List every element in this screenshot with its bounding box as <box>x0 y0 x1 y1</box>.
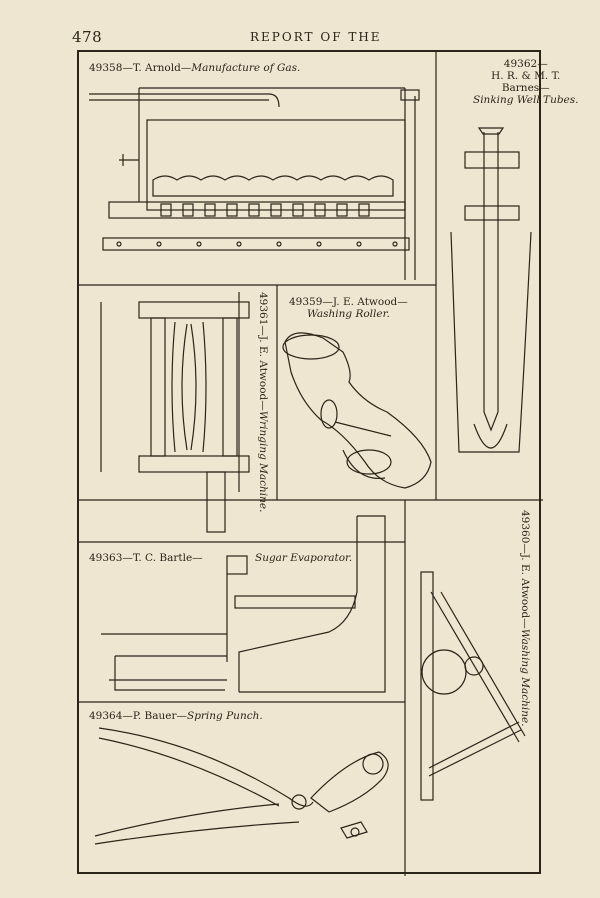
wringer-drawing <box>100 292 250 533</box>
figure-caption-49360: 49360—J. E. Atwood—Washing Machine. <box>519 510 531 727</box>
page-header: 478 REPORT OF THE <box>0 28 600 48</box>
figure-caption-49358: 49358—T. Arnold—Manufacture of Gas. <box>89 62 301 74</box>
patent-plate: 49358—T. Arnold—Manufacture of Gas. 4936… <box>77 50 579 876</box>
running-head: REPORT OF THE <box>250 30 382 44</box>
washing-machine-drawing <box>420 571 526 801</box>
page-number: 478 <box>72 28 103 46</box>
figure-caption-49362: 49362— H. R. & M. T. Barnes— Sinking Wel… <box>473 58 579 106</box>
well-tube-drawing <box>450 127 532 453</box>
figure-caption-49364: 49364—P. Bauer—Spring Punch. <box>89 710 263 722</box>
evaporator-drawing <box>101 515 386 693</box>
figure-caption-49361: 49361—J. E. Atwood—Wringing Machine. <box>257 292 269 513</box>
spring-punch-drawing <box>94 727 389 845</box>
plate-drawings <box>79 52 543 876</box>
figure-caption-49359: 49359—J. E. Atwood— Washing Roller. <box>289 296 408 320</box>
figure-caption-49363: 49363—T. C. Bartle— <box>89 552 203 564</box>
washing-roller-drawing <box>282 332 432 489</box>
gas-apparatus-drawing <box>89 87 420 280</box>
figure-caption-49363-title: Sugar Evaporator. <box>255 552 353 564</box>
